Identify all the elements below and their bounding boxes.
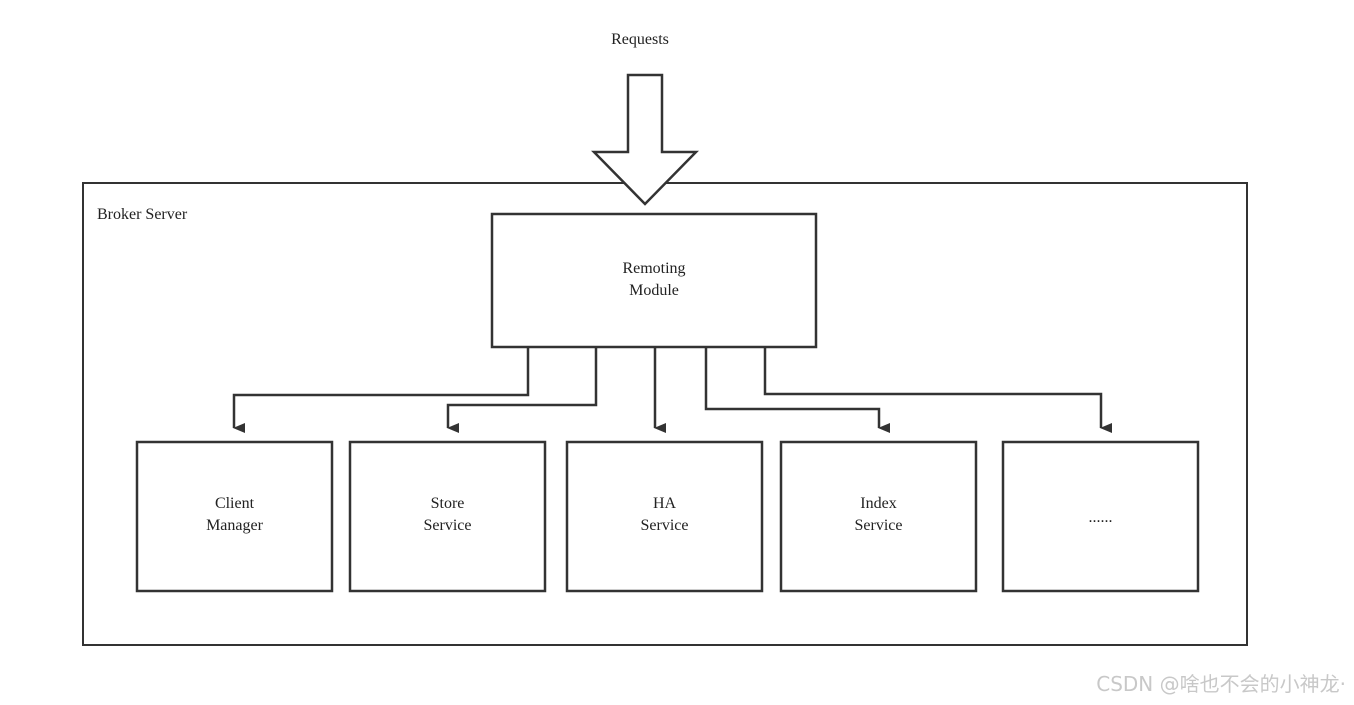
requests-arrow [591,73,699,206]
client-manager-box [135,440,334,593]
remoting-module-label: Remoting Module [492,258,816,302]
store-service-box [348,440,547,593]
index-service-label-line2: Service [854,517,903,534]
more-modules-label: ...... [1003,507,1198,529]
client-manager-label-line1: Client [214,495,255,512]
csdn-watermark: CSDN @啥也不会的小神龙· [1096,672,1346,696]
ha-service-box [565,440,764,593]
more-modules-label-line1: ...... [1088,509,1113,526]
index-service-label: Index Service [781,493,976,537]
ha-service-label-line1: HA [652,495,677,512]
requests-label: Requests [611,31,669,48]
broker-server-label: Broker Server [97,206,188,223]
connector-store-service [446,347,598,433]
remoting-module-label-line1: Remoting [622,260,686,277]
client-manager-label-line2: Manager [206,517,263,534]
connector-more-modules [763,347,1112,433]
connector-client-manager [232,347,530,433]
store-service-label: Store Service [350,493,545,537]
ha-service-label-line2: Service [640,517,689,534]
index-service-label-line1: Index [860,495,897,512]
index-service-box [779,440,978,593]
remoting-module-label-line2: Module [629,282,679,299]
store-service-label-line1: Store [430,495,465,512]
client-manager-label: Client Manager [137,493,332,537]
connector-index-service [704,347,890,433]
store-service-label-line2: Service [423,517,472,534]
more-modules-box [1001,440,1200,593]
ha-service-label: HA Service [567,493,762,537]
